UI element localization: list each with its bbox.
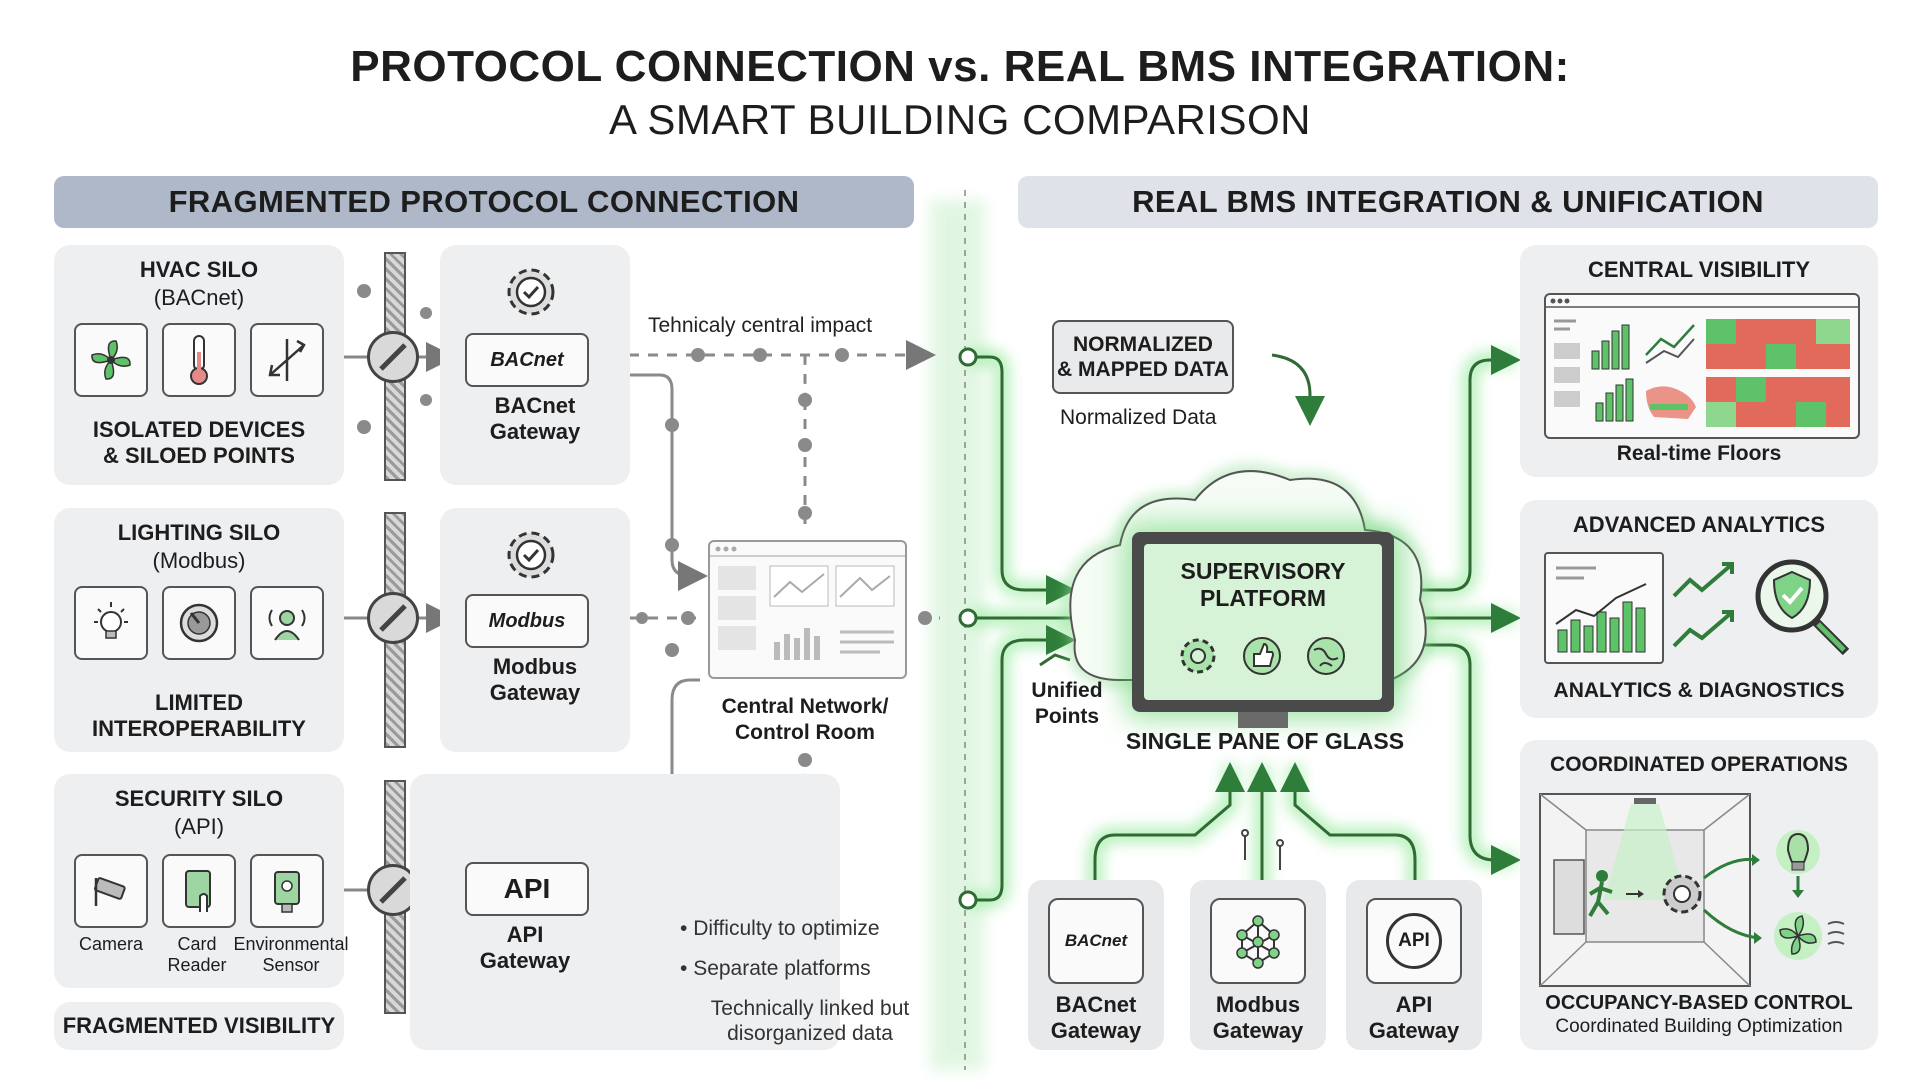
bacnet-pill-right: BACnet xyxy=(1048,898,1144,984)
trend-up-icon xyxy=(1670,560,1740,661)
magnifier-shield-icon xyxy=(1746,552,1856,667)
bar-chart-icon xyxy=(1544,552,1664,664)
hvac-silo-protocol: (BACnet) xyxy=(153,285,245,310)
modbus-gateway-right-label: Modbus Gateway xyxy=(1212,992,1304,1043)
bullet-1-text: Difficulty to optimize xyxy=(693,917,880,940)
main-title: PROTOCOL CONNECTION vs. REAL BMS INTEGRA… xyxy=(350,42,1570,91)
hvac-silo-title: HVAC SILO xyxy=(139,257,259,282)
main-subtitle: A SMART BUILDING COMPARISON xyxy=(609,96,1311,143)
bullet-3: Technically linked but disorganized data xyxy=(680,996,940,1046)
bullet-2: • Separate platforms xyxy=(680,957,871,980)
api-globe-text: API xyxy=(1386,913,1442,969)
advanced-analytics-panel: ADVANCED ANALYTICS ANALYTICS & DIAGNOSTI… xyxy=(1520,500,1878,718)
api-gateway-panel-right: API API Gateway xyxy=(1346,880,1482,1050)
damper-icon xyxy=(250,323,324,397)
dashboard-screen xyxy=(1544,293,1860,439)
monitor-stand xyxy=(1238,712,1288,728)
lighting-silo-title: LIGHTING SILO xyxy=(117,520,281,545)
room-scene xyxy=(1536,790,1866,990)
fragmented-visibility-label: FRAGMENTED VISIBILITY xyxy=(54,1002,344,1050)
security-silo-protocol: (API) xyxy=(173,814,225,839)
blocked-icon xyxy=(367,592,419,644)
bacnet-pill: BACnet xyxy=(465,333,589,387)
environmental-sensor-icon xyxy=(250,854,324,928)
central-visibility-title: CENTRAL VISIBILITY xyxy=(1587,257,1811,282)
coordinated-operations-title: COORDINATED OPERATIONS xyxy=(1550,753,1848,776)
lighting-silo-caption: LIMITED INTEROPERABILITY xyxy=(92,690,306,741)
central-network-window xyxy=(708,540,907,679)
bullet-3-text: Technically linked but disorganized data xyxy=(710,997,910,1045)
modbus-gateway-label: Modbus Gateway xyxy=(489,654,581,705)
blocked-icon xyxy=(367,331,419,383)
bullet-1: • Difficulty to optimize xyxy=(680,917,880,940)
thumbs-up-icon xyxy=(1238,632,1286,685)
central-visibility-caption: Real-time Floors xyxy=(1616,442,1782,465)
hvac-silo-panel: HVAC SILO (BACnet) ISOLATED DEVICES & SI… xyxy=(54,245,344,485)
occupancy-control-caption: OCCUPANCY-BASED CONTROL xyxy=(1545,992,1853,1014)
normalized-data-label: Normalized Data xyxy=(1060,406,1217,429)
security-silo-panel: SECURITY SILO (API) Camera Card Reader E… xyxy=(54,774,349,988)
dial-icon xyxy=(162,586,236,660)
hvac-silo-caption: ISOLATED DEVICES & SILOED POINTS xyxy=(92,417,306,468)
right-section-header: REAL BMS INTEGRATION & UNIFICATION xyxy=(1018,176,1878,228)
security-silo-title: SECURITY SILO xyxy=(114,786,284,811)
camera-icon xyxy=(74,854,148,928)
lighting-silo-panel: LIGHTING SILO (Modbus) LIMITED INTEROPER… xyxy=(54,508,344,752)
api-pill: API xyxy=(465,862,589,916)
card-reader-label: Card Reader xyxy=(167,934,227,975)
bullet-2-text: Separate platforms xyxy=(693,957,871,980)
left-section-header: FRAGMENTED PROTOCOL CONNECTION xyxy=(54,176,914,228)
modbus-gateway-panel-left: Modbus Modbus Gateway xyxy=(440,508,630,752)
api-gateway-panel-left: API API Gateway xyxy=(410,774,840,1050)
bacnet-pill-right-text: BACnet xyxy=(1064,931,1128,950)
coordinated-optimization-subcaption: Coordinated Building Optimization xyxy=(1555,1016,1843,1037)
bacnet-gateway-panel-right: BACnet BACnet Gateway xyxy=(1028,880,1164,1050)
api-globe-icon: API xyxy=(1366,898,1462,984)
normalized-data-box: NORMALIZED & MAPPED DATA xyxy=(1052,320,1234,394)
fan-icon xyxy=(74,323,148,397)
modbus-gateway-panel-right: Modbus Gateway xyxy=(1190,880,1326,1050)
advanced-analytics-caption: ANALYTICS & DIAGNOSTICS xyxy=(1553,679,1845,702)
environmental-sensor-label: Environmental Sensor xyxy=(233,934,349,975)
lighting-silo-protocol: (Modbus) xyxy=(152,548,246,573)
gear-icon xyxy=(498,522,564,593)
unified-points-label: Unified Points xyxy=(1031,679,1103,728)
gear-icon xyxy=(1174,632,1222,685)
bacnet-gateway-panel-left: BACnet BACnet Gateway xyxy=(440,245,630,485)
card-reader-icon xyxy=(162,854,236,928)
occupancy-sensor-icon xyxy=(250,586,324,660)
network-nodes-icon xyxy=(1210,898,1306,984)
modbus-pill: Modbus xyxy=(465,594,589,648)
advanced-analytics-title: ADVANCED ANALYTICS xyxy=(1572,512,1826,537)
camera-label: Camera xyxy=(78,934,144,954)
platform-caption: SINGLE PANE OF GLASS xyxy=(1125,728,1405,754)
coordinated-operations-panel: COORDINATED OPERATIONS OCCUPANCY-BASED C… xyxy=(1520,740,1878,1050)
globe-icon xyxy=(1302,632,1350,685)
thermometer-icon xyxy=(162,323,236,397)
platform-title: SUPERVISORY PLATFORM xyxy=(1180,558,1346,611)
platform-screen: SUPERVISORY PLATFORM xyxy=(1144,544,1382,700)
central-network-label: Central Network/ Control Room xyxy=(721,695,889,744)
api-gateway-label: API Gateway xyxy=(479,922,571,973)
supervisory-platform-monitor: SUPERVISORY PLATFORM xyxy=(1132,532,1394,712)
light-bulb-icon xyxy=(74,586,148,660)
gear-icon xyxy=(498,259,564,330)
central-visibility-panel: CENTRAL VISIBILITY Real-time Floors xyxy=(1520,245,1878,477)
api-gateway-right-label: API Gateway xyxy=(1368,992,1460,1043)
bacnet-gateway-right-label: BACnet Gateway xyxy=(1050,992,1142,1043)
technical-impact-label: Tehnicaly central impact xyxy=(648,314,873,337)
bacnet-gateway-label: BACnet Gateway xyxy=(489,393,581,444)
